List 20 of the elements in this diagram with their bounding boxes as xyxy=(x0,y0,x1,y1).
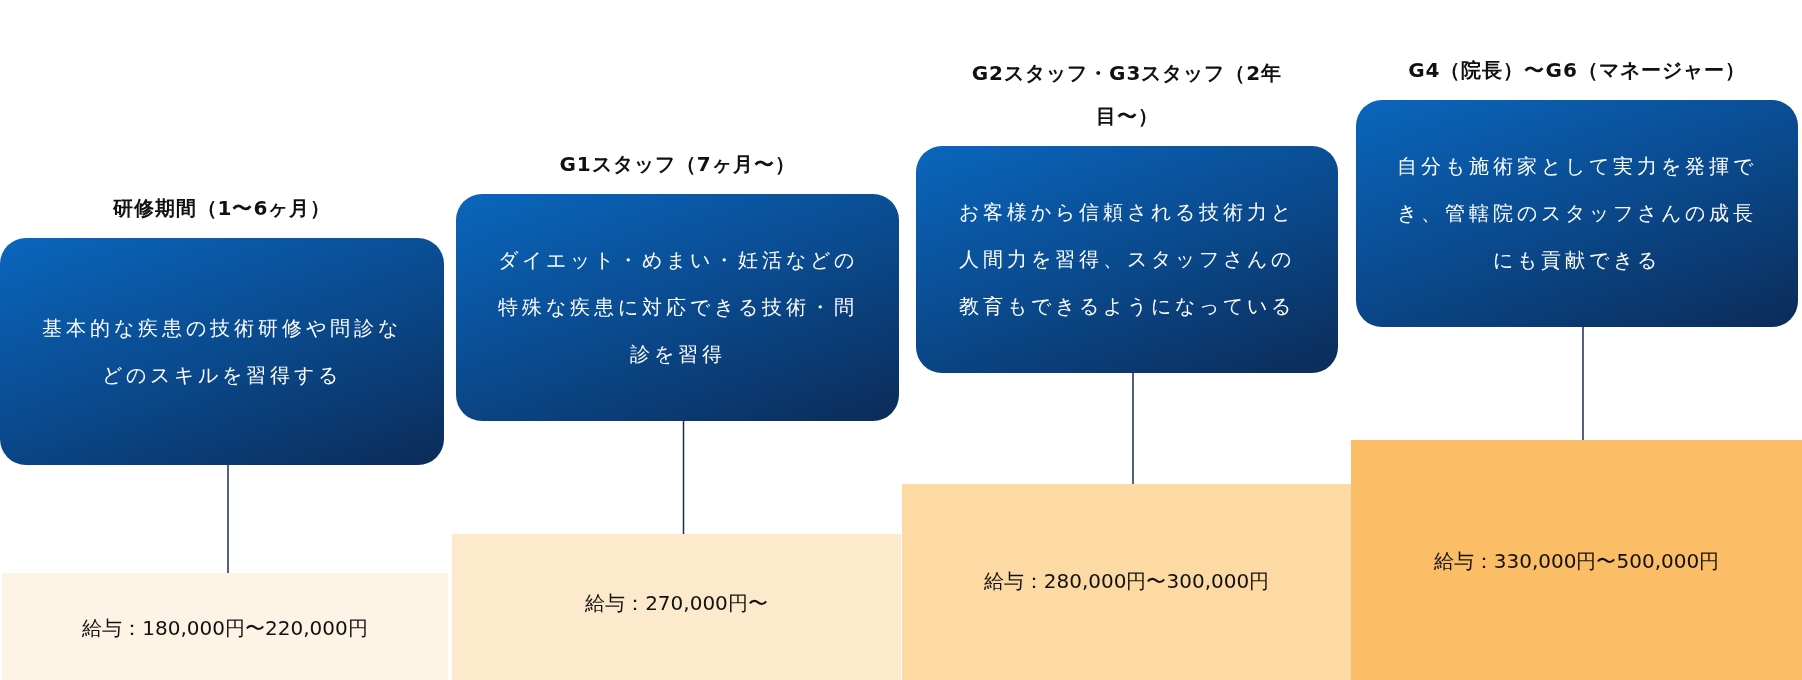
description-text: ダイエット・めまい・妊活などの特殊な疾患に対応できる技術・問診を習得 xyxy=(496,247,859,368)
connector-line xyxy=(682,420,685,535)
salary-text: 給与：280,000円〜300,000円 xyxy=(983,568,1270,595)
salary-bar xyxy=(1351,440,1802,680)
salary-text: 給与：270,000円〜 xyxy=(585,590,768,617)
connector-line xyxy=(1132,372,1134,485)
salary-text: 給与：180,000円〜220,000円 xyxy=(82,615,368,642)
stage-heading: G1スタッフ（7ヶ月〜） xyxy=(559,151,796,178)
salary-bar xyxy=(452,534,901,680)
salary-text: 給与：330,000円〜500,000円 xyxy=(1433,548,1720,575)
description-text: お客様から信頼される技術力と人間力を習得、スタッフさんの教育もできるようになっている xyxy=(958,199,1296,320)
stage-heading: 研修期間（1〜6ヶ月） xyxy=(112,195,332,222)
salary-bar xyxy=(902,484,1351,680)
connector-line xyxy=(227,464,229,574)
connector-line xyxy=(1582,326,1584,441)
stage-heading: G4（院長）〜G6（マネージャー） xyxy=(1408,57,1746,84)
salary-bar xyxy=(2,573,448,680)
description-text: 基本的な疾患の技術研修や問診などのスキルを習得する xyxy=(41,314,403,389)
stage-heading: G2スタッフ・G3スタッフ（2年目〜） xyxy=(970,60,1284,130)
description-text: 自分も施術家として実力を発揮でき、管轄院のスタッフさんの成長にも貢献できる xyxy=(1396,153,1758,274)
